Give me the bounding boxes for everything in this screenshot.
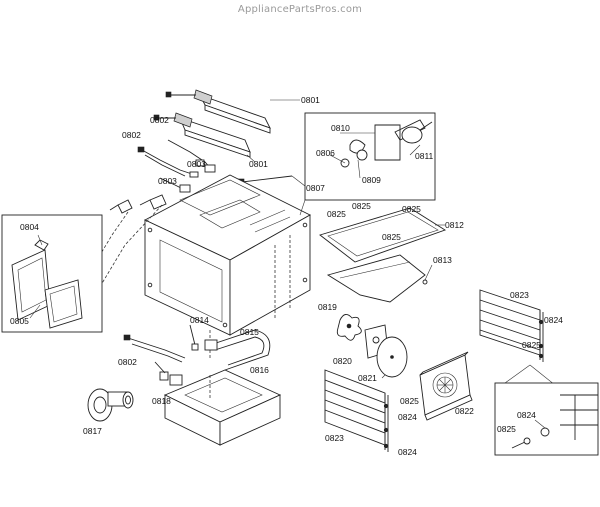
label-0825-top-right: 0825 (402, 204, 421, 214)
label-0817: 0817 (83, 426, 102, 436)
label-0825-rack-left: 0825 (400, 396, 419, 406)
gas-valve-0817[interactable] (87, 388, 134, 422)
convection-fan-0819[interactable] (336, 314, 362, 341)
rack-detail-box (494, 382, 599, 456)
label-0819: 0819 (318, 302, 337, 312)
label-0822: 0822 (455, 406, 474, 416)
oven-cavity (143, 174, 311, 360)
label-0815: 0815 (240, 327, 259, 337)
lamp-socket-upper[interactable] (109, 199, 133, 214)
wire-harness-0803-lower[interactable] (159, 177, 191, 193)
label-0811: 0811 (415, 151, 434, 161)
label-0823-lower: 0823 (325, 433, 344, 443)
label-0803-lower: 0803 (158, 176, 177, 186)
bake-element-0815[interactable] (204, 329, 271, 371)
label-0825-top-left: 0825 (352, 201, 371, 211)
label-0825-rack-right: 0825 (522, 340, 541, 350)
label-0812: 0812 (445, 220, 464, 230)
terminal-block-0818[interactable] (154, 361, 183, 386)
label-0801-upper: 0801 (301, 95, 320, 105)
label-0823-upper: 0823 (510, 290, 529, 300)
label-0816: 0816 (250, 365, 269, 375)
broil-element-lower[interactable] (153, 112, 256, 163)
label-0824-upper: 0824 (544, 315, 563, 325)
label-0802-lower: 0802 (118, 357, 137, 367)
wire-harness-0802-lower[interactable] (123, 334, 186, 363)
rack-support-upper-right[interactable] (479, 289, 544, 362)
label-0807: 0807 (306, 183, 325, 193)
label-0804: 0804 (20, 222, 39, 232)
convection-fan-housing-0822[interactable] (419, 351, 473, 421)
label-0809: 0809 (362, 175, 381, 185)
wire-0814[interactable] (189, 324, 199, 351)
lower-housing (163, 369, 282, 446)
label-0806: 0806 (316, 148, 335, 158)
label-0814: 0814 (190, 315, 209, 325)
label-0825-center: 0825 (382, 232, 401, 242)
label-0803-upper: 0803 (187, 159, 206, 169)
label-0824-mid: 0824 (398, 412, 417, 422)
label-0821: 0821 (358, 373, 377, 383)
label-0825-left: 0825 (327, 209, 346, 219)
label-0824-detail: 0824 (517, 410, 536, 420)
label-0818: 0818 (152, 396, 171, 406)
lamp-socket-lower[interactable] (139, 194, 167, 210)
label-0824-lower: 0824 (398, 447, 417, 457)
label-0801-lower: 0801 (249, 159, 268, 169)
watermark: AppliancePartsPros.com (237, 4, 363, 15)
convection-motor-box (304, 112, 436, 201)
broil-element-upper[interactable] (165, 89, 300, 134)
wire-harness-0802[interactable] (137, 146, 199, 178)
label-0805: 0805 (10, 316, 29, 326)
rack-support-lower-left[interactable] (324, 369, 389, 452)
wire-harness-0803-upper[interactable] (167, 139, 216, 173)
label-0802-mid: 0802 (150, 115, 169, 125)
label-0825-detail: 0825 (497, 424, 516, 434)
fan-cover-0821[interactable] (376, 336, 408, 379)
label-0820: 0820 (333, 356, 352, 366)
light-assembly-box (1, 214, 103, 333)
label-0810: 0810 (331, 123, 350, 133)
heat-shield-0813[interactable] (326, 254, 433, 303)
label-0802-top: 0802 (122, 130, 141, 140)
label-0813: 0813 (433, 255, 452, 265)
oven-bottom-panel-0812[interactable] (319, 207, 447, 263)
